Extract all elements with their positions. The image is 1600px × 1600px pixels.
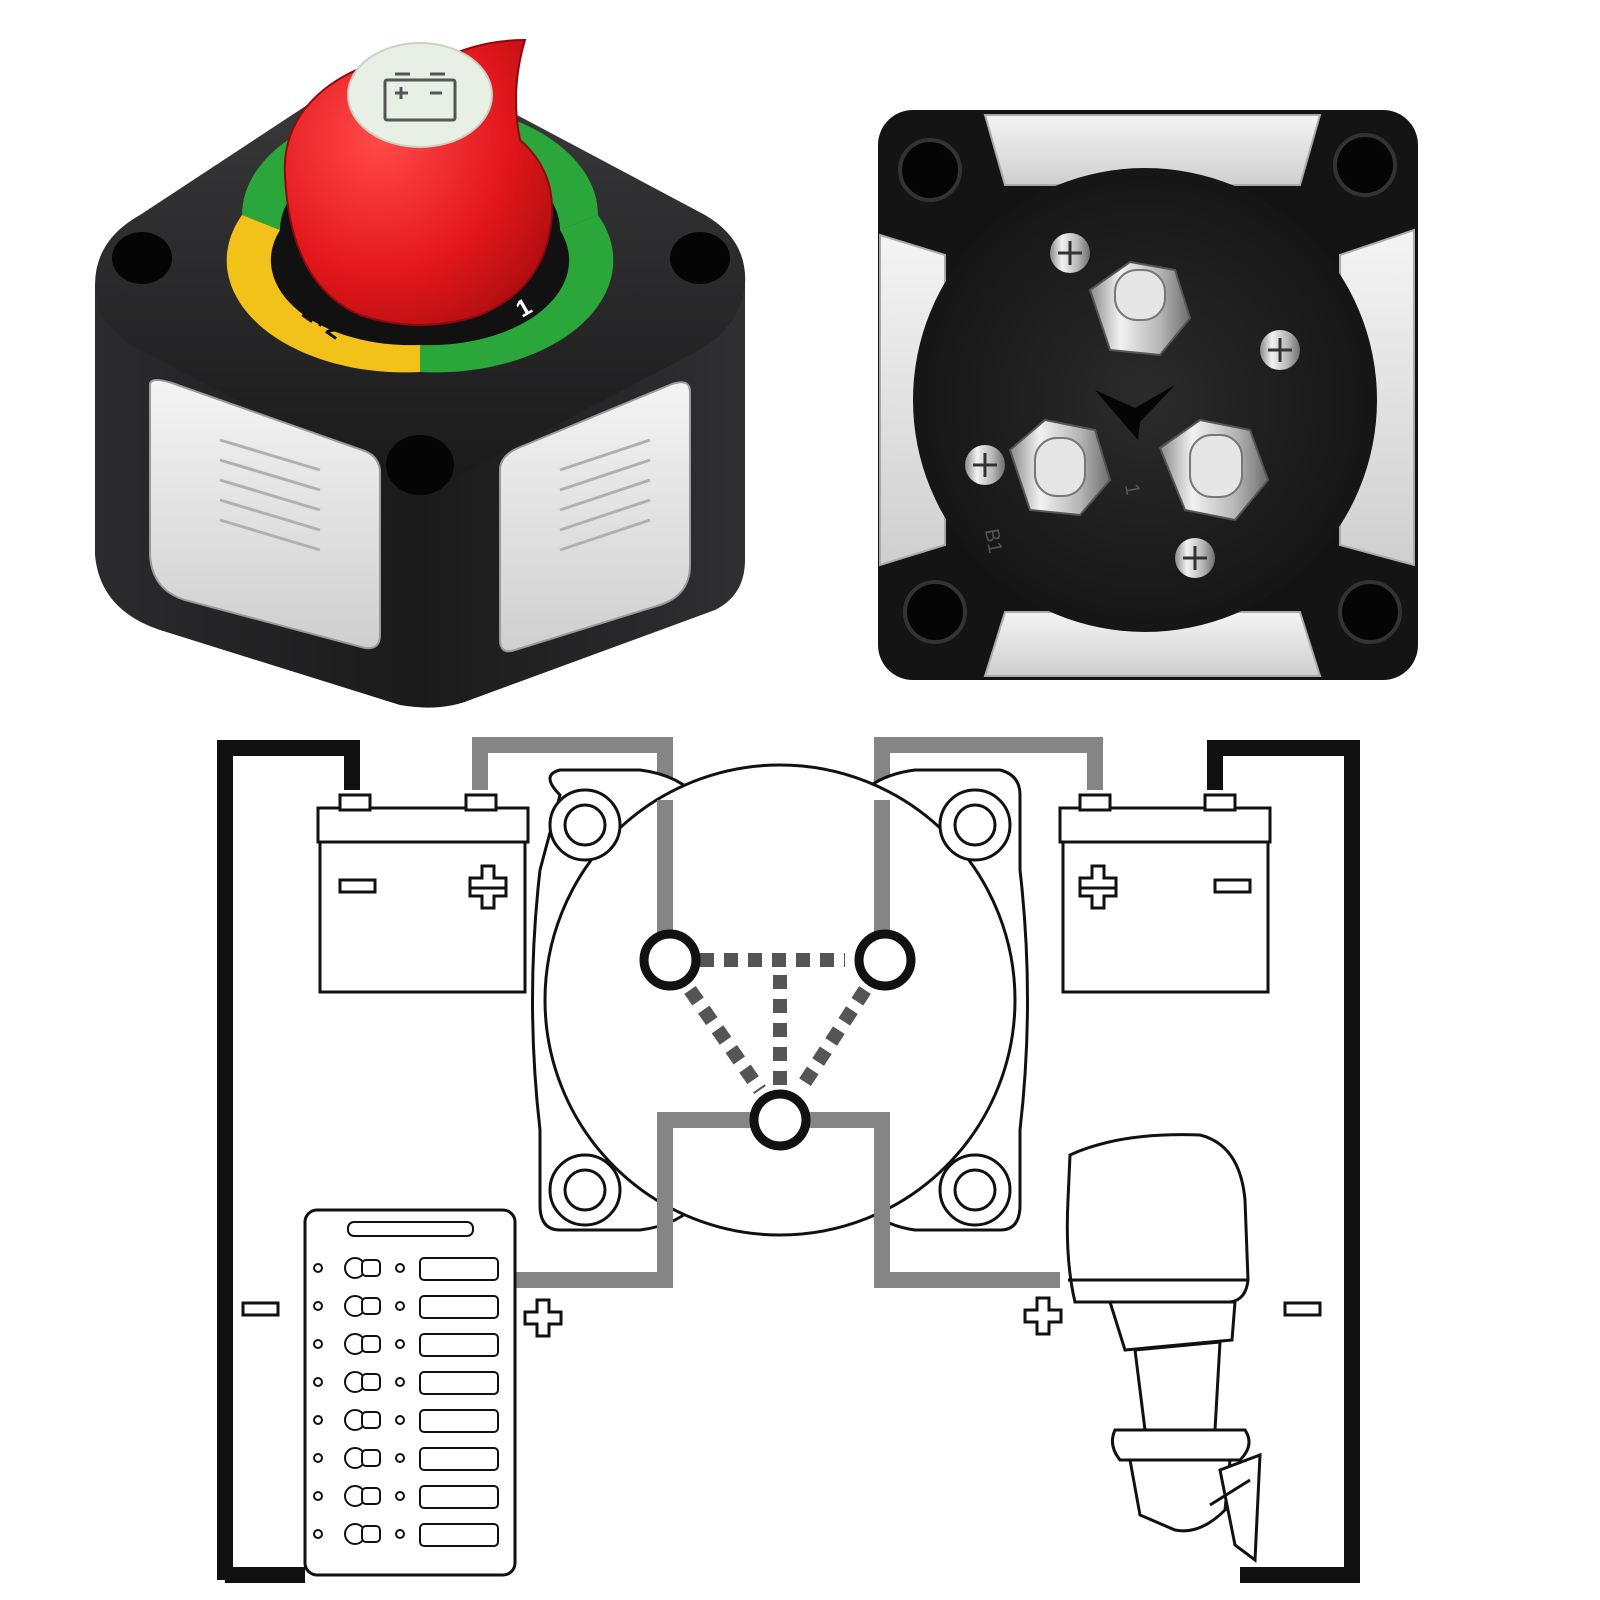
- panel-screw-icon: [313, 1263, 323, 1273]
- knob-cap: [347, 42, 493, 148]
- circuit-toggle-body: [361, 1335, 381, 1353]
- panel-circuit-rows: [313, 1257, 499, 1547]
- polarity-plus-left: [523, 1298, 563, 1338]
- back-hole-br: [1338, 580, 1402, 644]
- panel-circuit-row: [313, 1523, 499, 1547]
- side-lens-right: [499, 381, 691, 653]
- outboard-motor-icon: [1065, 1133, 1262, 1563]
- battery-icon: [383, 72, 457, 122]
- circuit-led-icon: [395, 1453, 405, 1463]
- panel-circuit-row: [313, 1447, 499, 1471]
- circuit-label-slot: [419, 1333, 499, 1357]
- circuit-led-icon: [395, 1415, 405, 1425]
- circuit-led-icon: [395, 1263, 405, 1273]
- negative-wire-left: [217, 740, 360, 1580]
- circuit-led-icon: [395, 1339, 405, 1349]
- terminal-stud-2: [1158, 418, 1270, 522]
- wiring-diagram: − + + −: [0, 0, 1360, 1583]
- panel-circuit-row: [313, 1485, 499, 1509]
- circuit-led-icon: [395, 1377, 405, 1387]
- switch-panel-icon: [303, 1208, 517, 1577]
- switch-terminal-icon: [639, 929, 916, 1151]
- circuit-label-slot: [419, 1523, 499, 1547]
- back-lens-top: [983, 114, 1322, 186]
- circuit-label-slot: [419, 1295, 499, 1319]
- lens-ribs: [219, 438, 651, 552]
- circuit-led-icon: [395, 1529, 405, 1539]
- polarity-plus-right: [1023, 1296, 1063, 1336]
- panel-screw-icon: [313, 1415, 323, 1425]
- polarity-minus-left: [241, 1301, 280, 1317]
- mount-hole-left: [112, 232, 172, 284]
- back-hole-bl: [903, 580, 967, 644]
- panel-circuit-row: [313, 1371, 499, 1395]
- circuit-label-slot: [419, 1409, 499, 1433]
- back-hole-tl: [898, 138, 962, 202]
- terminal-stud-b1: [1008, 418, 1112, 517]
- circuit-label-slot: [419, 1371, 499, 1395]
- circuit-led-icon: [395, 1491, 405, 1501]
- mount-hole-right: [670, 232, 730, 284]
- circuit-toggle-body: [361, 1525, 381, 1543]
- polarity-minus-right: [1283, 1301, 1322, 1317]
- circuit-led-icon: [395, 1301, 405, 1311]
- switch-front-view: 1+2 1: [95, 38, 746, 708]
- battery-left: [316, 793, 530, 994]
- circuit-label-slot: [419, 1257, 499, 1281]
- negative-wire-right: [1207, 740, 1360, 1583]
- circuit-toggle-body: [361, 1373, 381, 1391]
- terminal-label-1: 1: [1120, 482, 1144, 497]
- terminal-stud-common: [1088, 260, 1192, 357]
- switch-back-view: B1 1: [878, 110, 1418, 680]
- panel-screw-icon: [313, 1491, 323, 1501]
- panel-circuit-row: [313, 1295, 499, 1319]
- mount-hole-front: [386, 435, 454, 495]
- screw-icon: [965, 233, 1300, 578]
- panel-circuit-row: [313, 1409, 499, 1433]
- dial-ring-yellow: [226, 215, 420, 373]
- circuit-toggle-body: [361, 1259, 381, 1277]
- terminal-label-b1: B1: [980, 527, 1006, 555]
- panel-screw-icon: [313, 1301, 323, 1311]
- panel-screw-icon: [313, 1339, 323, 1349]
- circuit-toggle-body: [361, 1487, 381, 1505]
- circuit-toggle-body: [361, 1297, 381, 1315]
- dial-ring-green: [420, 215, 614, 373]
- circuit-label-slot: [419, 1447, 499, 1471]
- polarity-mark-4: −: [0, 0, 1, 1]
- battery-right: [1058, 793, 1272, 994]
- circuit-toggle-body: [361, 1411, 381, 1429]
- back-disk: [913, 168, 1377, 632]
- circuit-toggle-body: [361, 1449, 381, 1467]
- circuit-label-slot: [419, 1485, 499, 1509]
- back-hole-tr: [1333, 133, 1397, 197]
- panel-circuit-row: [313, 1257, 499, 1281]
- panel-screw-icon: [313, 1529, 323, 1539]
- panel-screw-icon: [313, 1453, 323, 1463]
- panel-circuit-row: [313, 1333, 499, 1357]
- panel-screw-icon: [313, 1377, 323, 1387]
- y-connector-mark: [1095, 385, 1175, 440]
- internal-links: [684, 953, 871, 1095]
